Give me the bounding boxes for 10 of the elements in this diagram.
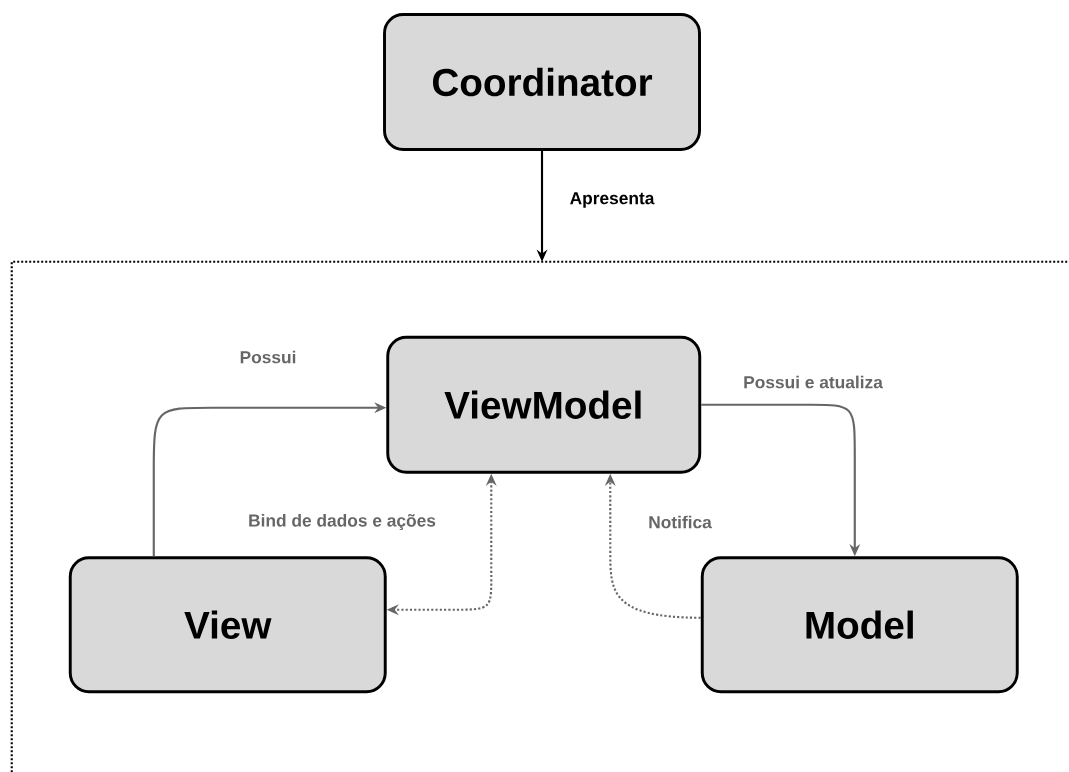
edge-label: Possui	[238, 349, 298, 365]
process-box: View	[68, 556, 387, 694]
edge-label: Bind de dados e ações	[246, 512, 438, 532]
process-box: Coordinator	[383, 13, 701, 151]
edge-label: Apresenta	[568, 190, 656, 210]
edge-label: Notifica	[646, 514, 714, 530]
edge-label: Possui e atualiza	[741, 374, 885, 390]
process-box: Model	[700, 556, 1019, 694]
dotted-frame	[10, 260, 1069, 772]
process-box: ViewModel	[386, 335, 702, 474]
